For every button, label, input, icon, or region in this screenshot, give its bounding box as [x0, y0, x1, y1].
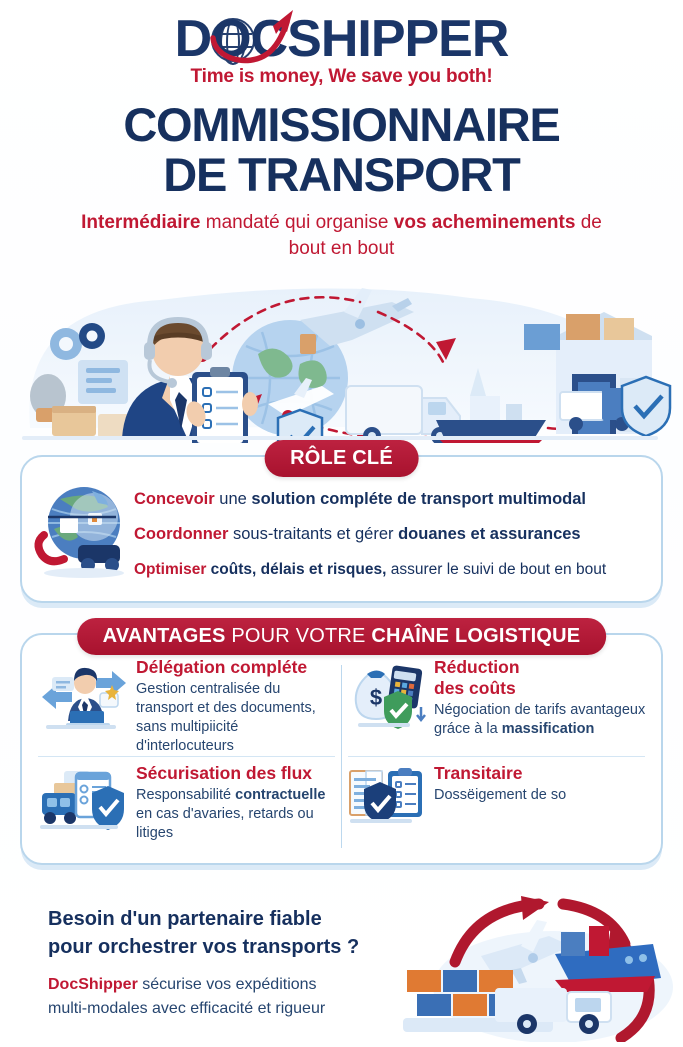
advantage-desc-reduction-bold: massification [501, 721, 595, 737]
airplane-icon [300, 288, 414, 346]
role-line-1-bold: solution compléte de transport multimoda… [251, 489, 586, 508]
svg-text:$: $ [370, 685, 382, 710]
advantage-desc-securisation: Responsabilité contractuelle en cas d'av… [136, 786, 337, 843]
avantages-badge-bold-1: AVANTAGES [102, 625, 226, 647]
role-line-3-bold: coûts, délais et risques, [210, 560, 387, 578]
advantage-desc-securisation-a: Responsabilité [136, 787, 236, 803]
role-line-3: Optimiser coûts, délais et risques, assu… [134, 560, 647, 579]
footer-body-line-2: multi-modales avec efficacité et rigueur [48, 1000, 326, 1017]
cargo-ship-icon [555, 926, 661, 992]
advantage-desc-delegation: Gestion centralisée du transport et des … [136, 681, 316, 754]
avantages-badge-bold-2: CHAÎNE LOGISTIQUE [371, 625, 581, 647]
title-line-1: COMMISSIONNAIRE [123, 98, 561, 151]
subtitle-regular-2: de bout en bout [288, 212, 602, 259]
role-line-1-regular: une [214, 489, 252, 508]
role-line-1: Concevoir une solution compléte de trans… [134, 490, 647, 509]
truck-clipboard-shield-icon [38, 763, 130, 838]
avantages-card: AVANTAGES POUR VOTRE CHAÎNE LOGISTIQUE [20, 618, 663, 865]
role-line-3-verb: Optimiser [134, 560, 207, 578]
advantage-title-reduction-l1: Réduction [434, 657, 520, 677]
advantage-desc-securisation-b: en cas d'avaries, retards ou litiges [136, 806, 314, 841]
advantage-title-delegation: Délégation compléte [136, 657, 308, 677]
clipboard-checklist-icon [192, 367, 248, 443]
role-line-3-tail: assurer le suivi de bout en bout [386, 560, 607, 578]
role-line-2: Coordonner sous-traitants et gérer douan… [134, 525, 647, 544]
airplane-icon [268, 378, 334, 416]
role-line-2-regular: sous-traitants et gérer [228, 524, 399, 543]
advantage-desc-securisation-bold: contractuelle [235, 787, 326, 803]
advantage-item-delegation: Délégation compléte Gestion centralisée … [32, 651, 341, 756]
advantage-item-securisation: Sécurisation des flux Responsabilité con… [32, 757, 341, 862]
documents-clipboard-shield-icon [348, 763, 428, 834]
advantage-desc-reduction: Négociation de tarifs avantageux gráce à… [434, 701, 647, 739]
page-title: COMMISSIONNAIRE DE TRANSPORT [0, 100, 683, 200]
divider-vertical [341, 665, 342, 848]
role-line-1-verb: Concevoir [134, 489, 215, 508]
footer-body: DocShipper sécurise vos expéditions mult… [48, 973, 428, 1021]
divider-horizontal-left [38, 756, 335, 757]
advantage-title-reduction-l2: des coûts [434, 678, 516, 698]
advantage-title-transitaire: Transitaire [434, 763, 523, 783]
subtitle-bold-3: acheminements [431, 212, 576, 233]
brand-tagline: Time is money, We save you both! [190, 66, 493, 87]
gear-icon [50, 323, 105, 360]
hero-illustration [0, 268, 683, 443]
subtitle-bold-1: Intermédiaire [81, 212, 201, 233]
footer-question: Besoin d'un partenaire fiable pour orche… [48, 905, 428, 961]
role-line-2-bold: douanes et assurances [398, 524, 581, 543]
footer-question-line-1: Besoin d'un partenaire fiable [48, 908, 322, 930]
advantage-title-securisation: Sécurisation des flux [136, 763, 313, 783]
globe-icon [210, 18, 255, 62]
advantage-item-reduction: $ [342, 651, 651, 756]
divider-horizontal-right [348, 756, 645, 757]
footer-brand: DocShipper [48, 976, 138, 993]
title-line-2: DE TRANSPORT [163, 148, 521, 201]
page-subtitle: Intermédiaire mandaté qui organise vos a… [0, 210, 683, 262]
subtitle-bold-2: vos [393, 212, 427, 233]
role-cle-badge: RÔLE CLÉ [264, 440, 419, 477]
person-laptop-arrows-icon [38, 657, 130, 738]
shield-check-icon [620, 375, 672, 438]
brand-header: DOCSHIPPER Time is money, We save you bo… [0, 0, 683, 88]
footer-cta: Besoin d'un partenaire fiable pour orche… [0, 891, 683, 1044]
role-lines-list: Concevoir une solution compléte de trans… [134, 480, 647, 579]
money-bag-calculator-shield-icon: $ [348, 657, 428, 738]
role-line-2-verb: Coordonner [134, 524, 229, 543]
subtitle-regular-1: mandaté qui organise [200, 212, 394, 233]
footer-question-line-2: pour orchestrer vos transports ? [48, 936, 360, 958]
advantage-desc-transitaire: Dossëigement de so [434, 787, 567, 803]
logo: DOCSHIPPER [175, 8, 509, 70]
airplane-icon [481, 920, 571, 984]
advantage-desc-reduction-a: Négociation de tarifs avantageux gráce à… [434, 702, 646, 737]
infographic-page: DOCSHIPPER Time is money, We save you bo… [0, 0, 683, 1024]
avantages-badge: AVANTAGES POUR VOTRE CHAÎNE LOGISTIQUE [76, 618, 607, 655]
advantage-item-transitaire: Transitaire Dossëigement de so [342, 757, 651, 862]
globe-truck-plane-icon [30, 473, 134, 586]
role-cle-card: RÔLE CLÉ [20, 440, 663, 603]
avantages-badge-light: POUR VOTRE [225, 625, 372, 647]
footer-body-line-1: sécurise vos expéditions [137, 976, 317, 993]
